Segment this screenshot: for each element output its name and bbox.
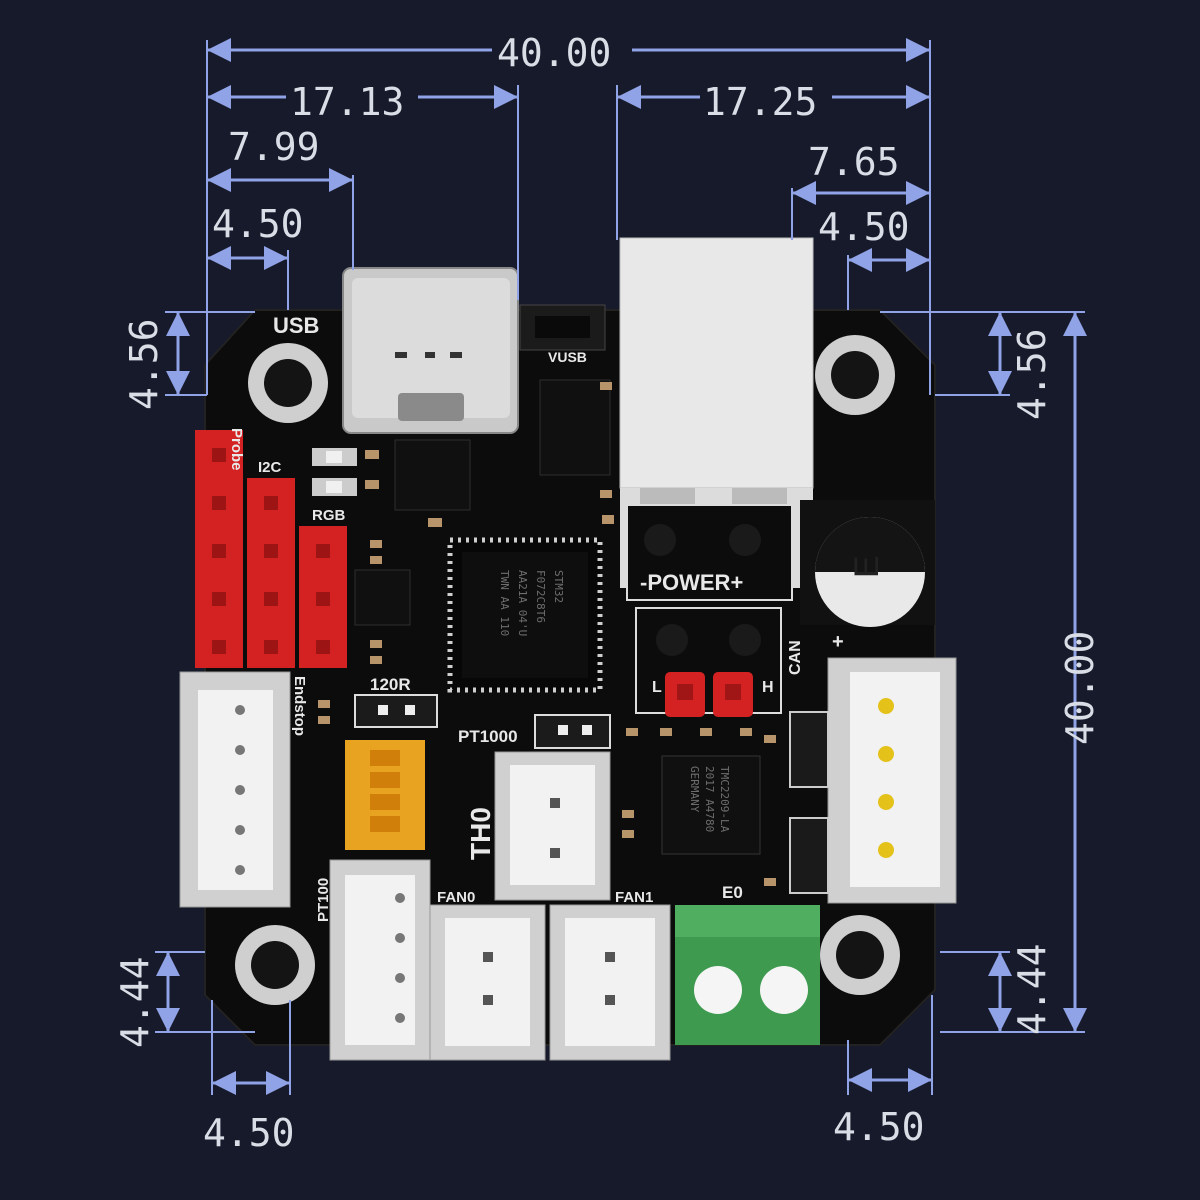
mcu-line-4: TWN AA 110 (498, 570, 511, 636)
th0-label: TH0 (465, 807, 496, 860)
header-pin-grid (212, 448, 330, 654)
dim-left-to-usb: 17.13 (290, 80, 404, 124)
power-pads (626, 504, 793, 601)
dim-right-hole-bottom: 4.50 (833, 1105, 925, 1149)
driver-line-1: TMC2209-LA (718, 766, 731, 833)
usb-c-connector (342, 267, 519, 434)
can-termination-jumpers (665, 672, 753, 717)
dim-right-hole-vertical-top: 4.56 (1010, 328, 1054, 420)
dim-left-hole-vertical-bottom: 4.44 (113, 956, 157, 1048)
dim-right-hole-top: 4.50 (818, 205, 910, 249)
can-pads (635, 607, 782, 714)
mounting-hole-bottom-left (235, 925, 315, 1005)
mounting-hole-bottom-right (820, 915, 900, 995)
regulator-chip (394, 439, 471, 511)
dim-left-hole-bottom: 4.50 (203, 1111, 295, 1155)
dim-right-to-power: 17.25 (703, 80, 817, 124)
mounting-hole-top-left (248, 343, 328, 423)
dim-overall-height: 40.00 (1058, 631, 1102, 745)
mcu-chip (447, 537, 603, 693)
mcu-line-2: F072C8T6 (534, 570, 547, 623)
mcu-line-1: STM32 (552, 570, 565, 603)
r120-label: 120R (370, 675, 411, 694)
stepper-driver-chip (661, 755, 761, 855)
motor-connector (827, 657, 957, 904)
driver-line-2: 2017 A4780 (703, 766, 716, 832)
endstop-label: Endstop (291, 676, 308, 736)
passive-components (318, 382, 776, 886)
dim-overall-width: 40.00 (497, 31, 611, 75)
pt100-connector (329, 859, 431, 1061)
i2c-label: I2C (258, 459, 282, 476)
diode-top (789, 711, 829, 788)
dim-left-hole-top: 4.50 (212, 202, 304, 246)
plus-label: + (832, 631, 844, 653)
th0-connector (494, 751, 611, 901)
accelerometer-chip (354, 569, 411, 626)
vusb-jumper (519, 304, 606, 351)
can-label: CAN (787, 640, 804, 675)
mounting-hole-top-right (815, 335, 895, 415)
rgb-label: RGB (312, 507, 346, 524)
endstop-connector (179, 671, 291, 908)
fan1-connector (549, 904, 671, 1061)
dip-switch (345, 740, 425, 850)
mosfet-chip (539, 379, 611, 476)
electrolytic-capacitor (800, 500, 935, 627)
pt100-label: PT100 (315, 878, 332, 922)
power-label: -POWER+ (640, 570, 743, 595)
dim-left-to-usb-start: 7.99 (228, 125, 320, 169)
e0-label: E0 (722, 883, 743, 902)
usb-label: USB (273, 313, 319, 338)
pt1000-label: PT1000 (458, 727, 518, 746)
probe-label: Probe (228, 428, 245, 471)
diode-bottom (789, 817, 829, 894)
dim-right-to-power-start: 7.65 (808, 140, 900, 184)
dim-left-hole-vertical-top: 4.56 (122, 318, 166, 410)
can-h-label: H (762, 679, 774, 696)
capacitor-mark: E (848, 555, 886, 578)
status-leds (312, 448, 357, 496)
mcu-line-3: AA21A 04'U (516, 570, 529, 636)
driver-line-3: GERMANY (688, 766, 701, 813)
fan0-label: FAN0 (437, 889, 475, 906)
fan0-connector (429, 904, 546, 1061)
dim-right-hole-vertical-bottom: 4.44 (1010, 943, 1054, 1035)
fan1-label: FAN1 (615, 889, 653, 906)
pt1000-jumper (534, 714, 611, 749)
vusb-label: VUSB (548, 349, 587, 365)
can-l-label: L (652, 679, 662, 696)
heater-terminal-block (675, 905, 820, 1045)
termination-120r-jumper (354, 694, 438, 728)
